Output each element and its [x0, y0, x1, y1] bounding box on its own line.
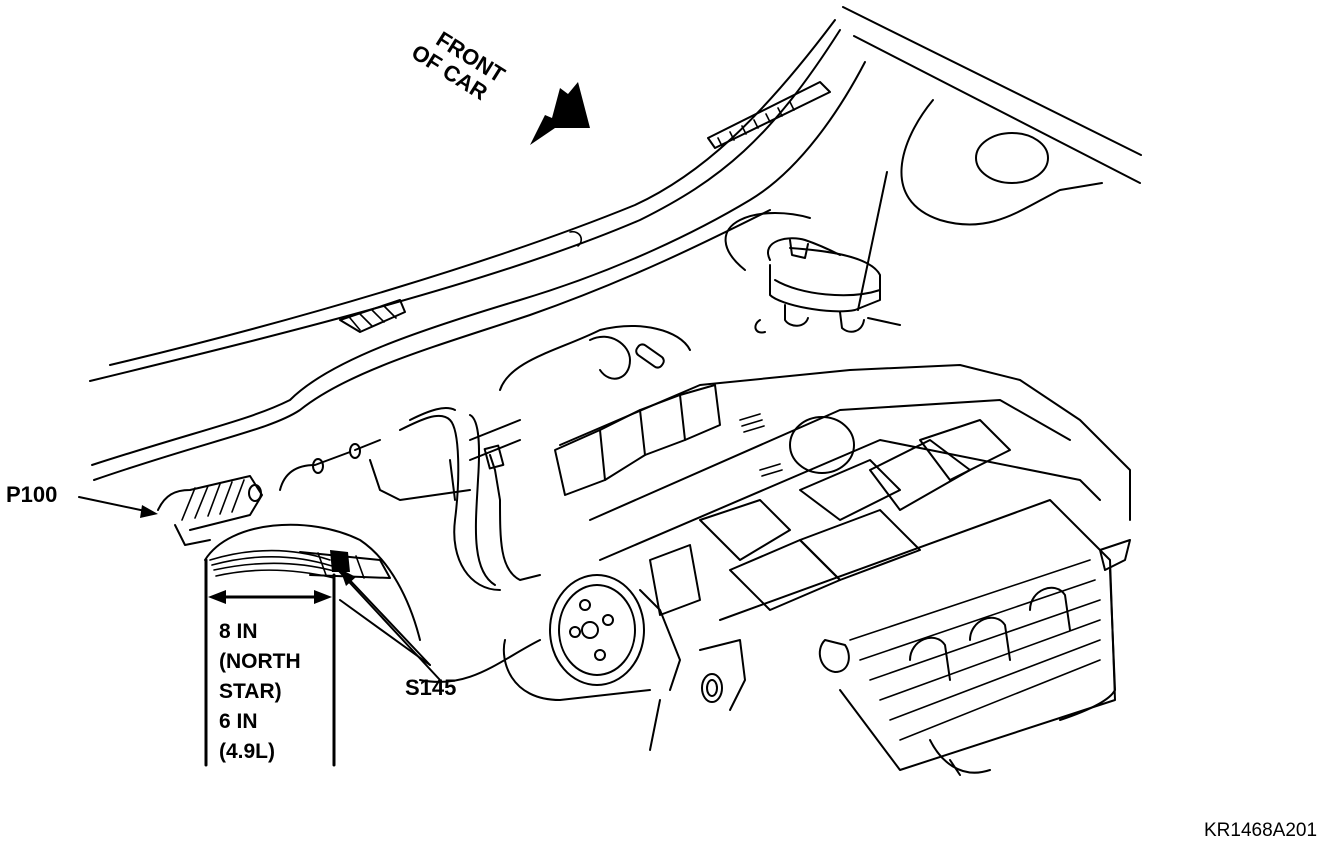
- fender-outline: [842, 6, 1142, 311]
- pulley: [549, 544, 746, 711]
- splice-detail-callout: [204, 523, 421, 641]
- brake-reservoir: [724, 212, 901, 334]
- dimension-line-2: (NORTH: [219, 650, 301, 673]
- engine-intake: [554, 364, 1131, 611]
- lower-body: [337, 569, 661, 751]
- wiring-harness: [279, 407, 541, 591]
- dimension-line-4: 6 IN: [219, 710, 258, 733]
- dimension-line-3: STAR): [219, 680, 282, 703]
- front-of-car-arrow-icon: [530, 82, 590, 145]
- dimension-line-5: (4.9L): [219, 740, 276, 763]
- p100-connector: [157, 475, 263, 546]
- valve-cover: [719, 499, 1131, 776]
- s145-label: S145: [405, 675, 457, 700]
- figure-code: KR1468A201: [1204, 820, 1318, 841]
- cowl-panel: [89, 19, 866, 481]
- dimension-line-1: 8 IN: [219, 620, 258, 643]
- dimension-markers: [204, 558, 336, 767]
- p100-arrowhead: [140, 505, 158, 518]
- p100-label: P100: [6, 482, 58, 507]
- leader-arrows: [78, 496, 431, 666]
- s145-arrowhead: [340, 569, 356, 586]
- dimension-label: 8 IN (NORTH STAR) 6 IN (4.9L): [219, 617, 301, 767]
